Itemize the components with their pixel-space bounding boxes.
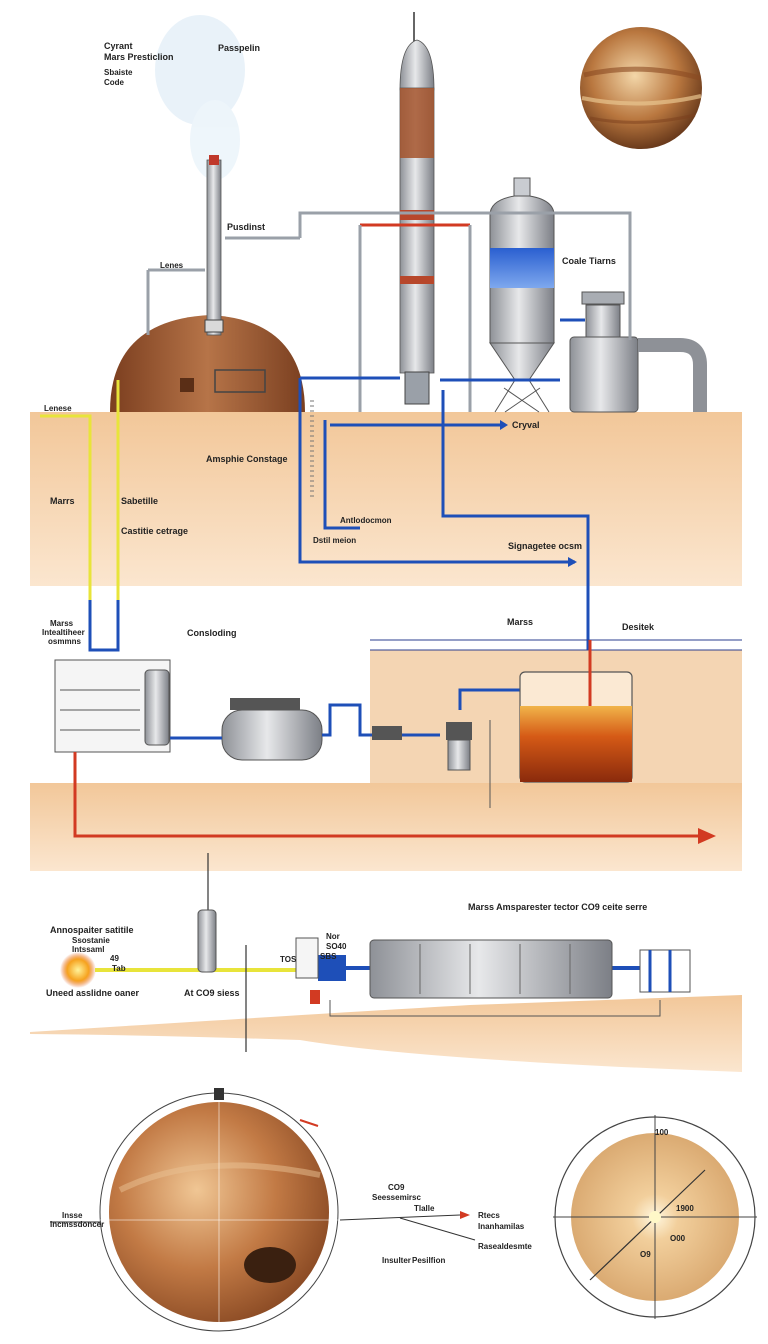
label-small-nor: Nor: [326, 932, 340, 941]
label-co9: CO9: [388, 1183, 405, 1192]
exhaust-stack: [204, 155, 224, 336]
label-small-so40: SO40: [326, 942, 347, 951]
label-insse: Insse: [62, 1211, 83, 1220]
label-ssostanie: Ssostanie: [72, 936, 110, 945]
section3-title: Marss Amsparester tector CO9 ceite serre: [468, 902, 648, 912]
label-incmssdoncer: Incmssdoncer: [50, 1220, 105, 1229]
title-mars-production: Mars Presticlion: [104, 52, 174, 62]
storage-silo: [489, 177, 555, 413]
co2-transfer-pipes: [298, 376, 590, 690]
label-marss-mid: Marss: [507, 617, 534, 627]
label-desitek: Desitek: [622, 622, 655, 632]
label-consloding: Consloding: [187, 628, 237, 638]
outlet-frame: [639, 949, 691, 993]
label-inanhamilas: Inanhamilas: [478, 1222, 525, 1231]
cooling-tank: [569, 291, 707, 413]
dial-label-o9: O9: [640, 1250, 651, 1259]
output-flow-arrow: [73, 752, 716, 844]
label-rtecs: Rtecs: [478, 1211, 500, 1220]
fluid-reactor-tank: [519, 640, 633, 783]
label-annospaiter: Annospaiter satitile: [50, 925, 134, 935]
overhead-piping: [146, 211, 632, 412]
dial-label-1900: 1900: [676, 1204, 694, 1213]
label-pusdinst: Pusdinst: [227, 222, 266, 232]
dome-habitat: [110, 315, 305, 412]
label-at-co9: At CO9 siess: [184, 988, 240, 998]
mars-globe: [99, 1088, 340, 1332]
co2-condenser-drum: [369, 939, 613, 999]
label-small-tos: TOS: [280, 955, 297, 964]
atmosphere-feed-line: [40, 380, 120, 652]
label-small-tab: Tab: [112, 964, 126, 973]
compressor-cylinder: [221, 698, 323, 761]
label-mars-station-1: Marss: [50, 619, 74, 628]
label-amsphie-constage: Amsphie Constage: [206, 454, 288, 464]
compass-dial-icon: [553, 1115, 757, 1319]
surface-ground-3: [30, 995, 742, 1072]
label-sabetille: Sabetille: [121, 496, 159, 506]
label-castitie-cetrage: Castitie cetrage: [121, 526, 189, 536]
label-insulter: Insulter: [382, 1256, 411, 1265]
rocket-icon: [399, 12, 435, 405]
arrow-right-icon: [698, 828, 716, 844]
label-small-49: 49: [110, 954, 119, 963]
label-intssaml: Intssaml: [72, 945, 105, 954]
title-sbaiste: Sbaiste: [104, 68, 133, 77]
label-pesilfion: Pesilfion: [412, 1256, 446, 1265]
surface-ground-2: [30, 783, 742, 871]
dial-label-100: 100: [655, 1128, 669, 1137]
label-cryval: Cryval: [512, 420, 540, 430]
label-signagetee-ocsm: Signagetee ocsm: [508, 541, 583, 551]
flame-icon: [60, 952, 96, 988]
title-cyrant: Cyrant: [104, 41, 133, 51]
separator-column: [197, 909, 217, 973]
surface-ground-1: [30, 412, 742, 586]
inline-valve: [295, 937, 346, 1004]
dial-label-o00: O00: [670, 1234, 686, 1243]
label-coale-tiarns: Coale Tiarns: [562, 256, 616, 266]
label-mars-left: Marrs: [50, 496, 75, 506]
label-dstil-meion: Dstil meion: [313, 536, 357, 545]
label-rasealdesmte: Rasealdesmte: [478, 1242, 532, 1251]
title-code: Code: [104, 78, 124, 87]
label-mars-station-2: Intealtiheer: [42, 628, 85, 637]
arrow-right-icon: [500, 420, 577, 567]
label-uneed: Uneed asslidne oaner: [46, 988, 140, 998]
label-mars-station-3: osmmns: [48, 637, 81, 646]
label-seessemirsc: Seessemirsc: [372, 1193, 421, 1202]
planet-icon: [580, 27, 702, 149]
label-antlodocmon: Antlodocmon: [340, 516, 392, 525]
label-tlalle: Tlalle: [414, 1204, 435, 1213]
pump-unit: [372, 720, 491, 808]
label-passpelin: Passpelin: [218, 43, 261, 53]
label-left-edge: Lenese: [44, 404, 72, 413]
processing-station: [54, 659, 171, 753]
pit-railing: [370, 639, 742, 651]
label-small-sbs: SBS: [320, 952, 337, 961]
cloud-plume-icon: [155, 15, 245, 180]
label-lenes: Lenes: [160, 261, 184, 270]
